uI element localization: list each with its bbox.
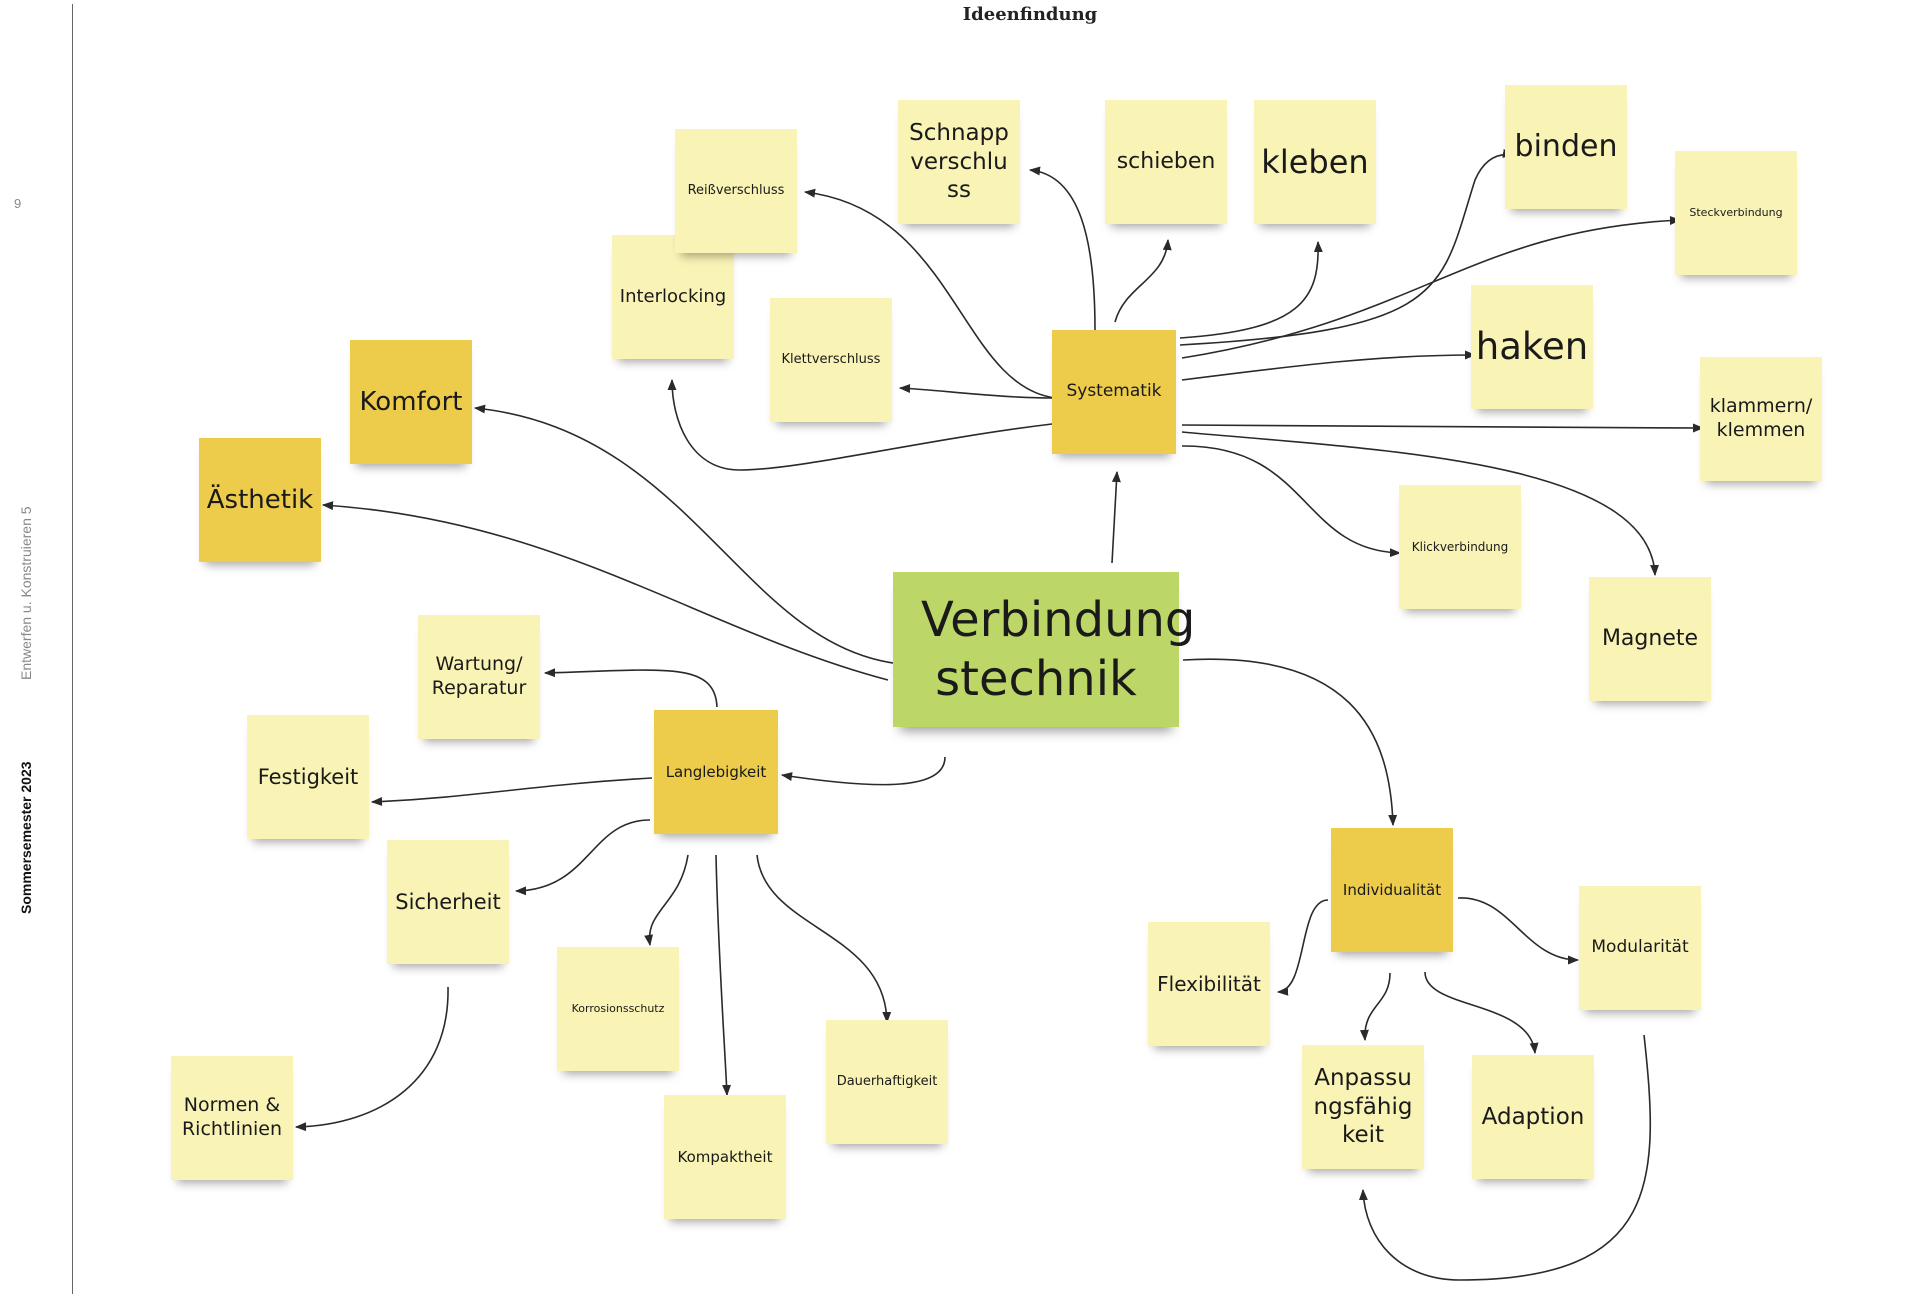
arrow-center-komfort	[473, 404, 894, 664]
arrow-sys-klick	[1181, 445, 1402, 558]
note-systematik: Systematik	[1052, 330, 1176, 454]
arrow-center-systematik	[1111, 470, 1121, 564]
note-schnappverschluss: Schnapp verschlu ss	[898, 100, 1020, 224]
arrow-sys-binden	[1179, 149, 1515, 346]
page-number: 9	[14, 196, 22, 211]
arrow-sys-klammern	[1181, 423, 1705, 433]
arrow-lang-kompakt	[715, 854, 732, 1097]
arrow-sys-klett	[898, 384, 1053, 399]
note-sicherheit: Sicherheit	[387, 840, 509, 964]
arrow-sys-magnete	[1181, 431, 1660, 577]
arrow-lang-festigkeit	[370, 777, 653, 807]
arrow-lang-sicherheit	[514, 819, 651, 896]
arrow-sys-schieben	[1114, 238, 1172, 323]
arrow-ind-modularitaet	[1457, 897, 1580, 965]
note-aesthetik: Ästhetik	[199, 438, 321, 562]
note-kompaktheit: Kompaktheit	[664, 1095, 786, 1219]
arrow-lang-korrosion	[644, 854, 689, 947]
note-schieben: schieben	[1105, 100, 1227, 224]
arrow-sys-interlocking	[667, 378, 1053, 471]
arrow-ind-anpassung	[1359, 972, 1391, 1042]
note-individualitaet: Individualität	[1331, 828, 1453, 952]
note-modularitaet: Modularität	[1579, 886, 1701, 1010]
note-magnete: Magnete	[1589, 577, 1711, 701]
arrow-modularitaet-anpassung	[1358, 1034, 1652, 1281]
arrow-center-langlebigkeit	[780, 756, 946, 786]
note-klettverschluss: Klettverschluss	[770, 298, 892, 422]
margin-divider	[72, 4, 73, 1294]
arrow-lang-dauer	[756, 854, 892, 1024]
arrow-lang-wartung	[543, 668, 718, 708]
arrow-sys-reissverschluss	[803, 188, 1056, 399]
note-flexibilitaet: Flexibilität	[1148, 922, 1270, 1046]
note-wartung-reparatur: Wartung/ Reparatur	[418, 615, 540, 739]
note-langlebigkeit: Langlebigkeit	[654, 710, 778, 834]
note-klammern-klemmen: klammern/ klemmen	[1700, 357, 1822, 481]
note-reissverschluss: Reißverschluss	[675, 129, 797, 253]
arrow-sys-steck	[1181, 216, 1682, 359]
page-title: Ideenfindung	[962, 4, 1098, 25]
note-dauerhaftigkeit: Dauerhaftigkeit	[826, 1020, 948, 1144]
arrow-center-individualitaet	[1182, 658, 1398, 827]
note-haken: haken	[1471, 285, 1593, 409]
arrow-ind-flexibilitaet	[1276, 899, 1329, 996]
arrow-sys-kleben	[1179, 240, 1323, 339]
note-steckverbindung: Steckverbindung	[1675, 151, 1797, 275]
note-normen-richtlinien: Normen & Richtlinien	[171, 1056, 293, 1180]
note-adaption: Adaption	[1472, 1055, 1594, 1179]
arrow-sys-schnapp	[1028, 166, 1096, 331]
note-center-verbindungstechnik: Verbindung stechnik	[893, 572, 1195, 727]
arrow-center-aesthetik	[321, 501, 889, 681]
note-interlocking: Interlocking	[612, 235, 734, 359]
note-kleben: kleben	[1254, 100, 1376, 224]
note-festigkeit: Festigkeit	[247, 715, 369, 839]
note-komfort: Komfort	[350, 340, 472, 464]
arrow-sicherheit-normen	[294, 986, 449, 1132]
arrow-ind-adaption	[1424, 971, 1539, 1055]
note-korrosionsschutz: Korrosionsschutz	[557, 947, 679, 1071]
note-binden: binden	[1505, 85, 1627, 209]
arrow-sys-haken	[1181, 350, 1477, 381]
note-anpassungsfaehigkeit: Anpassu ngsfähig keit	[1302, 1045, 1424, 1169]
note-klickverbindung: Klickverbindung	[1399, 485, 1521, 609]
